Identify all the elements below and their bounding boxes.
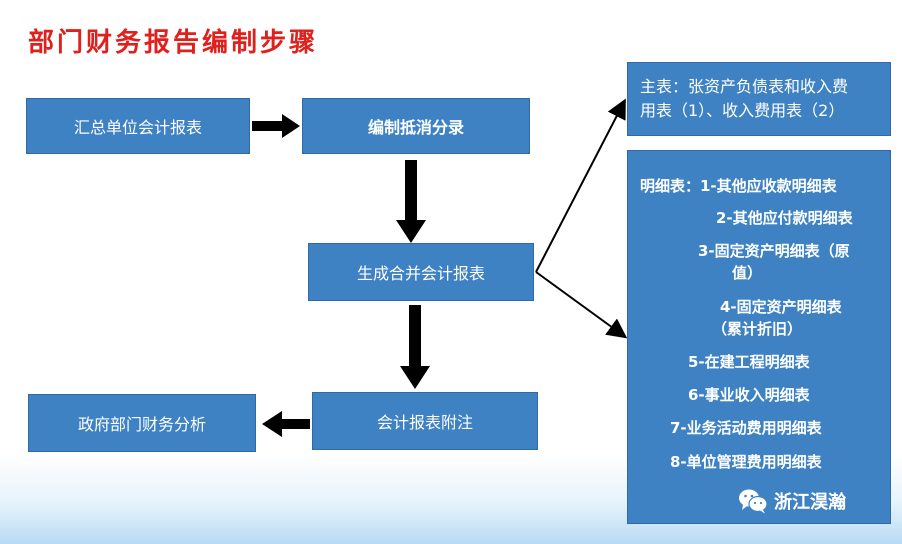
summary-unit-statements-box: 汇总单位会计报表 (26, 98, 250, 154)
main-statements-box: 主表：张资产负债表和收入费 用表（1）、收入费用表（2） (627, 62, 891, 136)
detail-line-4: 4-固定资产明细表 (720, 298, 842, 316)
elimination-entries-label: 编制抵消分录 (367, 118, 464, 137)
arrow-to-detail-statements (535, 271, 628, 339)
main-statements-line-2: 用表（1）、收入费用表（2） (640, 101, 845, 120)
page-title: 部门财务报告编制步骤 (28, 28, 319, 58)
detail-line-1: 明细表：1-其他应收款明细表 (640, 177, 837, 195)
arrow-down-1 (396, 160, 426, 243)
arrow-down-2 (400, 305, 430, 389)
detail-line-3: 3-固定资产明细表（原 (698, 242, 850, 260)
detail-line-5: 5-在建工程明细表 (688, 353, 810, 371)
detail-line-3b: 值） (732, 264, 763, 282)
arrow-right-1 (252, 114, 300, 138)
consolidated-statements-box: 生成合并会计报表 (308, 243, 534, 301)
detail-statements-box: 明细表：1-其他应收款明细表 2-其他应付款明细表 3-固定资产明细表（原 值）… (627, 150, 891, 524)
detail-line-2: 2-其他应付款明细表 (716, 209, 853, 227)
arrow-left-1 (262, 411, 310, 437)
detail-line-7: 7-业务活动费用明细表 (670, 419, 822, 437)
main-statements-line-1: 主表：张资产负债表和收入费 (640, 77, 849, 96)
consolidated-statements-label: 生成合并会计报表 (356, 264, 485, 283)
watermark-text: 浙江淏瀚 (774, 492, 846, 513)
watermark: 浙江淏瀚 (738, 488, 846, 514)
detail-line-8: 8-单位管理费用明细表 (670, 453, 822, 471)
elimination-entries-box: 编制抵消分录 (302, 98, 530, 154)
summary-unit-statements-label: 汇总单位会计报表 (73, 118, 202, 137)
detail-line-6: 6-事业收入明细表 (688, 386, 810, 404)
statement-notes-label: 会计报表附注 (376, 413, 473, 432)
wechat-icon (739, 489, 768, 514)
statement-notes-box: 会计报表附注 (312, 392, 538, 450)
financial-analysis-label: 政府部门财务分析 (77, 415, 206, 434)
detail-line-4b: （累计折旧） (712, 320, 803, 338)
arrow-to-main-statements (535, 98, 626, 273)
financial-analysis-box: 政府部门财务分析 (28, 394, 256, 452)
